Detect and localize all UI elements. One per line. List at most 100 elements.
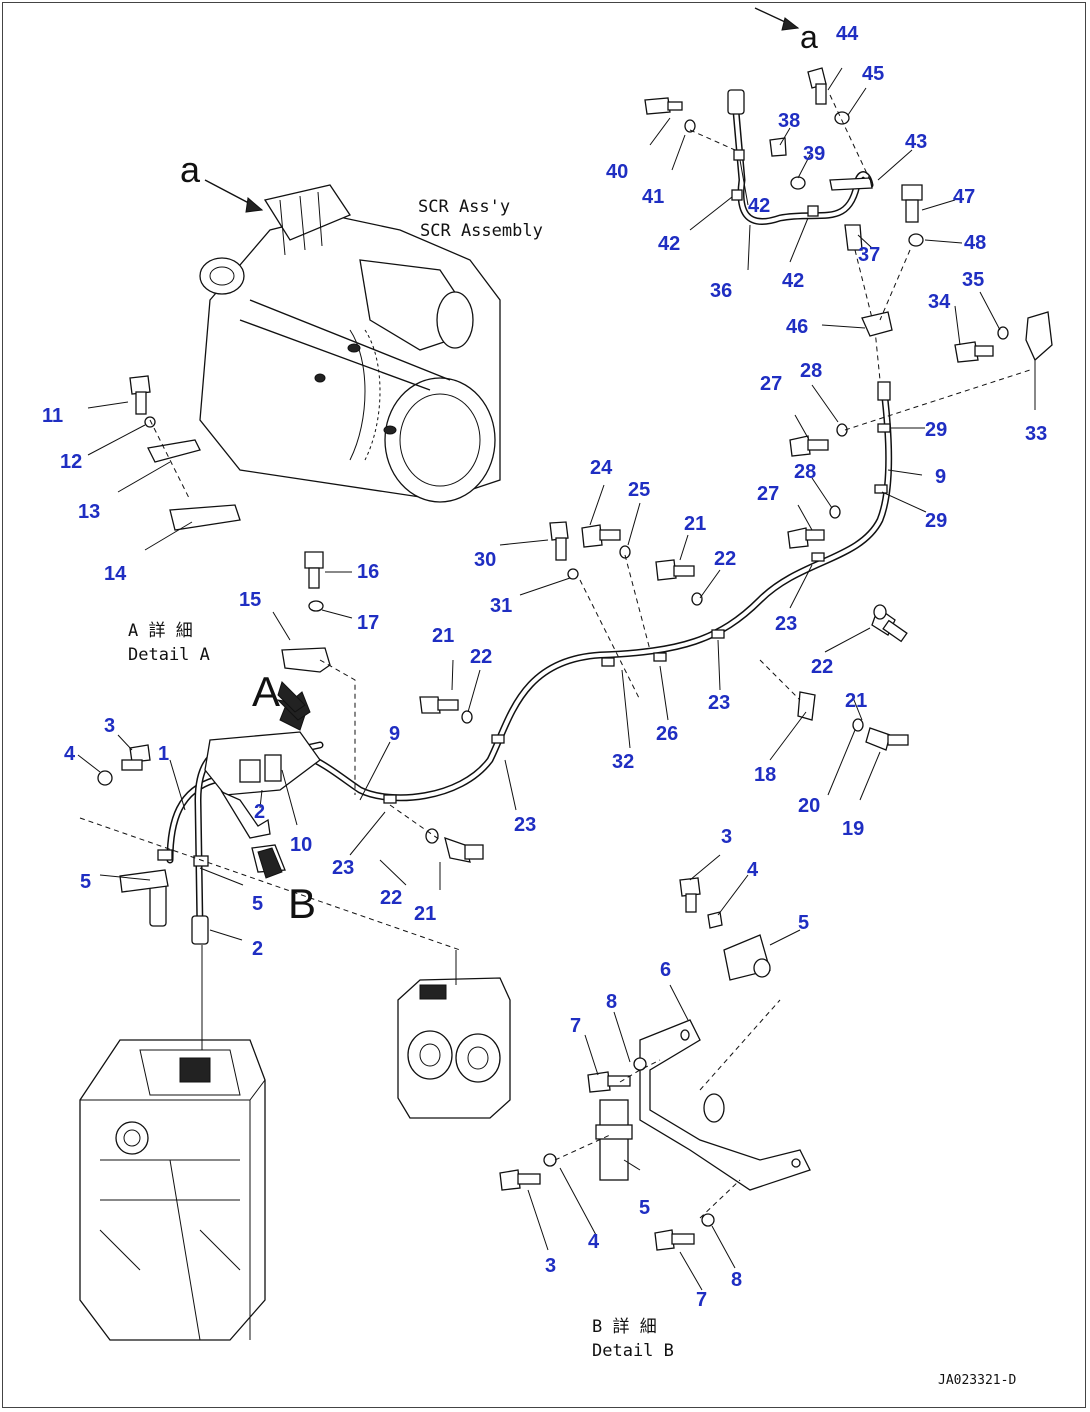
detail-b-bracket-assembly <box>499 877 811 1251</box>
callout-12: 12 <box>60 451 82 473</box>
detail-a-caption-en: Detail A <box>128 645 210 665</box>
callout-42: 42 <box>748 195 770 217</box>
callout-10: 10 <box>290 834 312 856</box>
callout-2: 2 <box>252 938 263 960</box>
callout-23: 23 <box>514 814 536 836</box>
callout-29: 29 <box>925 419 947 441</box>
scr-assembly-illustration <box>199 184 501 503</box>
callout-39: 39 <box>803 143 825 165</box>
callout-8: 8 <box>731 1269 742 1291</box>
wiring-harness-36 <box>727 89 893 381</box>
callout-28: 28 <box>794 461 816 483</box>
callout-34: 34 <box>928 291 951 313</box>
transmission-unit-illustration <box>79 945 266 1341</box>
callout-8: 8 <box>606 991 617 1013</box>
callout-37: 37 <box>858 244 880 266</box>
view-marker-a-left: a <box>180 149 201 190</box>
callout-35: 35 <box>962 269 984 291</box>
callout-3: 3 <box>545 1255 556 1277</box>
callout-14: 14 <box>104 563 127 585</box>
callout-45: 45 <box>862 63 884 85</box>
callout-21: 21 <box>684 513 706 535</box>
callout-43: 43 <box>905 131 927 153</box>
callout-30: 30 <box>474 549 496 571</box>
callout-33: 33 <box>1025 423 1047 445</box>
callout-4: 4 <box>64 743 76 765</box>
callout-22: 22 <box>714 548 736 570</box>
callout-48: 48 <box>964 232 986 254</box>
callout-7: 7 <box>570 1015 581 1037</box>
callout-3: 3 <box>721 826 732 848</box>
callout-22: 22 <box>811 656 833 678</box>
callout-26: 26 <box>656 723 678 745</box>
callout-11: 11 <box>42 405 63 427</box>
callout-3: 3 <box>104 715 115 737</box>
captions: SCR Ass'y SCR Assembly A 詳 細 Detail A B … <box>128 197 1016 1388</box>
callout-22: 22 <box>380 887 402 909</box>
callout-5: 5 <box>798 912 809 934</box>
callout-5: 5 <box>252 893 263 915</box>
callout-29: 29 <box>925 510 947 532</box>
callout-22: 22 <box>470 646 492 668</box>
callout-28: 28 <box>800 360 822 382</box>
scr-assembly-caption-jp: SCR Ass'y <box>418 197 510 217</box>
detail-a-caption-jp: A 詳 細 <box>128 621 193 641</box>
callout-17: 17 <box>357 612 379 634</box>
callout-7: 7 <box>696 1289 707 1311</box>
callout-21: 21 <box>414 903 436 925</box>
callout-16: 16 <box>357 561 379 583</box>
fasteners <box>97 67 1053 863</box>
callout-4: 4 <box>747 859 759 881</box>
callout-4: 4 <box>588 1231 600 1253</box>
callout-6: 6 <box>660 959 671 981</box>
callout-44: 44 <box>836 23 859 45</box>
scr-assembly-caption-en: SCR Assembly <box>420 221 543 241</box>
callout-40: 40 <box>606 161 628 183</box>
part-callouts: 1 2 2 3 3 3 4 4 4 5 5 5 5 6 7 7 8 8 9 9 … <box>42 23 1047 1311</box>
callout-21: 21 <box>432 625 454 647</box>
callout-9: 9 <box>389 723 400 745</box>
callout-31: 31 <box>490 595 512 617</box>
drawing-number: JA023321-D <box>938 1373 1016 1388</box>
callout-42: 42 <box>658 233 680 255</box>
callout-41: 41 <box>642 186 664 208</box>
wiring-harness-9 <box>236 381 893 804</box>
callout-27: 27 <box>757 483 779 505</box>
callout-20: 20 <box>798 795 820 817</box>
pump-unit-illustration <box>397 950 511 1119</box>
callout-23: 23 <box>708 692 730 714</box>
callout-5: 5 <box>639 1197 650 1219</box>
view-arrows <box>204 7 800 879</box>
view-markers: a a A B <box>180 19 818 927</box>
callout-32: 32 <box>612 751 634 773</box>
callout-19: 19 <box>842 818 864 840</box>
detail-b-caption-en: Detail B <box>592 1341 674 1361</box>
callout-47: 47 <box>953 186 975 208</box>
view-marker-a-top: a <box>800 19 818 55</box>
callout-23: 23 <box>332 857 354 879</box>
callout-13: 13 <box>78 501 100 523</box>
view-marker-B: B <box>288 880 316 927</box>
leader-lines <box>77 67 1036 1291</box>
callout-18: 18 <box>754 764 776 786</box>
callout-15: 15 <box>239 589 261 611</box>
callout-36: 36 <box>710 280 732 302</box>
callout-25: 25 <box>628 479 650 501</box>
callout-23: 23 <box>775 613 797 635</box>
callout-9: 9 <box>935 466 946 488</box>
callout-1: 1 <box>158 743 169 765</box>
callout-2: 2 <box>254 801 265 823</box>
callout-27: 27 <box>760 373 782 395</box>
callout-38: 38 <box>778 110 800 132</box>
view-marker-A: A <box>252 668 280 715</box>
callout-5: 5 <box>80 871 91 893</box>
callout-42: 42 <box>782 270 804 292</box>
callout-24: 24 <box>590 457 613 479</box>
callout-46: 46 <box>786 316 808 338</box>
callout-21: 21 <box>845 690 867 712</box>
detail-b-caption-jp: B 詳 細 <box>592 1317 657 1337</box>
alignment-lines <box>79 94 1031 951</box>
